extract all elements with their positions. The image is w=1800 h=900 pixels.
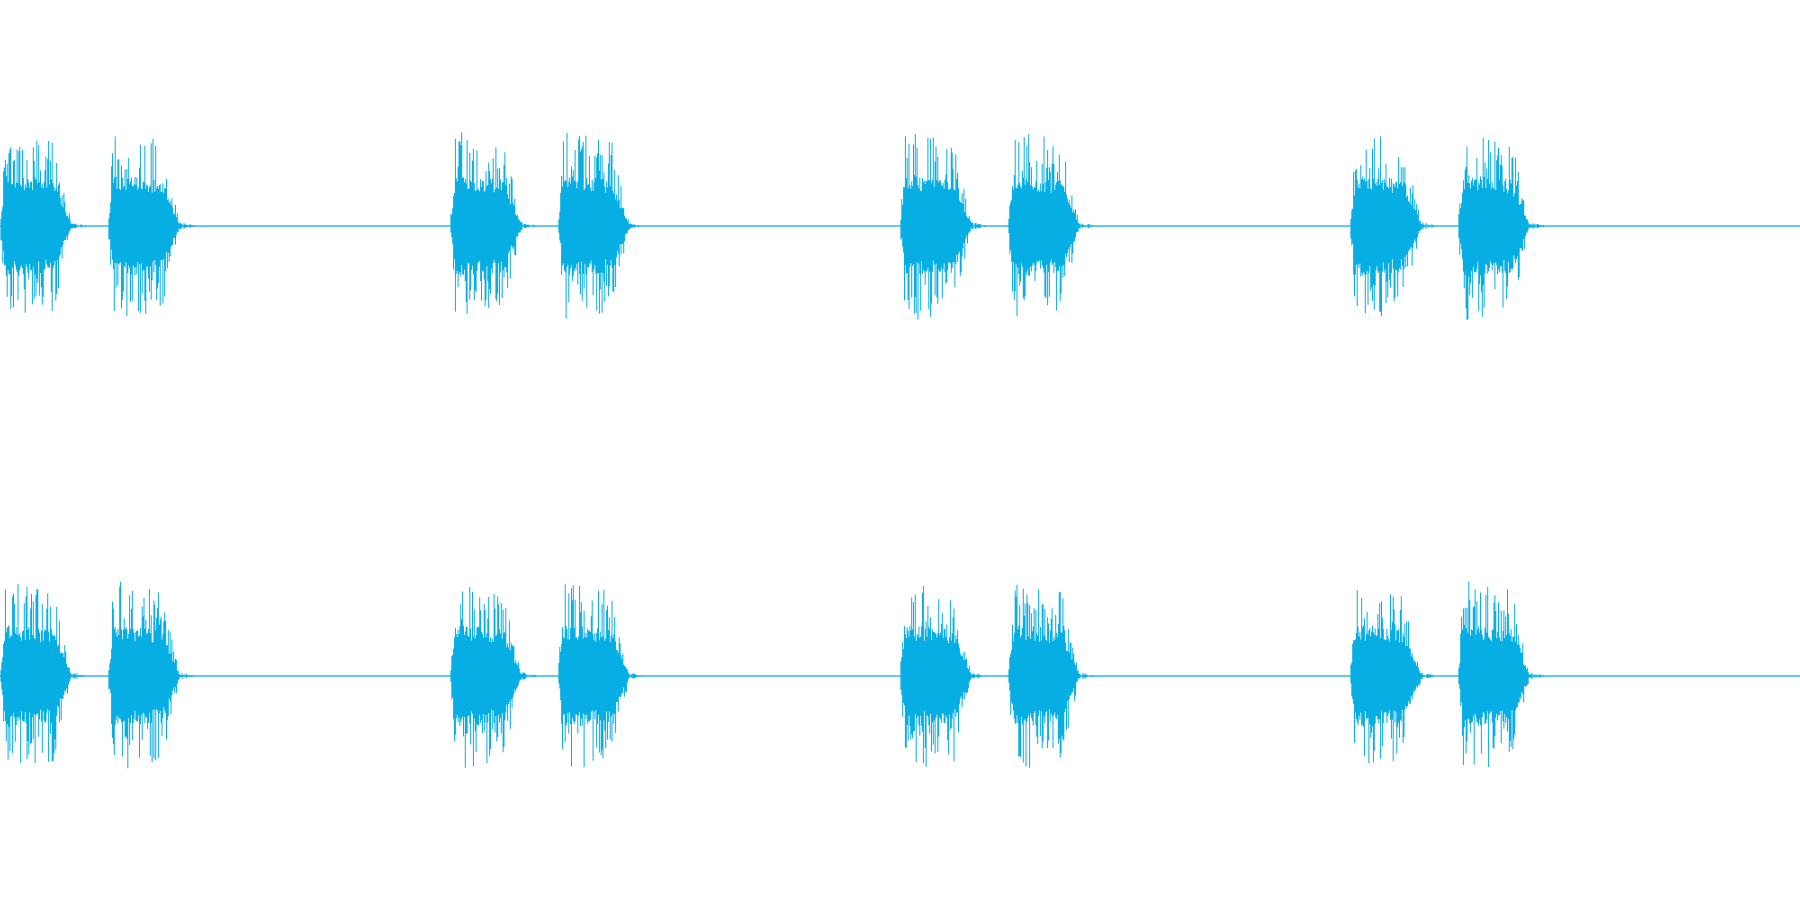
waveform-burst (450, 587, 540, 768)
waveform-burst (1458, 137, 1548, 320)
waveform-burst (108, 581, 197, 769)
waveform-burst-path (900, 586, 989, 767)
waveform-burst (900, 586, 989, 767)
waveform-burst-path (1458, 137, 1548, 320)
waveform-burst-path (1008, 134, 1098, 316)
waveform-burst-path (450, 132, 540, 314)
waveform-burst (450, 132, 540, 314)
waveform-burst-path (900, 134, 990, 320)
waveform-burst-path (1350, 590, 1440, 764)
waveform-burst (558, 584, 648, 767)
waveform-burst-path (108, 136, 198, 317)
waveform-burst-path (1350, 136, 1440, 316)
channel-right-svg (0, 581, 1800, 769)
waveform-burst (1458, 581, 1548, 767)
waveform-burst (108, 136, 198, 317)
channel-right-waveform[interactable] (0, 450, 1800, 900)
waveform-burst (0, 584, 90, 764)
waveform-burst (1008, 584, 1098, 768)
waveform-burst-path (450, 587, 540, 768)
channel-left-svg (0, 132, 1800, 320)
waveform-burst-path (558, 584, 648, 767)
waveform-burst (1008, 134, 1098, 316)
waveform-burst (558, 132, 647, 319)
waveform-burst-path (108, 581, 197, 769)
waveform-burst-path (558, 132, 647, 319)
waveform-burst (1350, 136, 1440, 316)
waveform-burst-path (1008, 584, 1098, 768)
waveform-burst (0, 140, 90, 313)
waveform-burst-path (0, 584, 90, 764)
waveform-burst-path (1458, 581, 1548, 767)
waveform-burst (900, 134, 990, 320)
waveform-burst-path (0, 140, 90, 313)
waveform-burst (1350, 590, 1440, 764)
channel-left-waveform[interactable] (0, 0, 1800, 450)
